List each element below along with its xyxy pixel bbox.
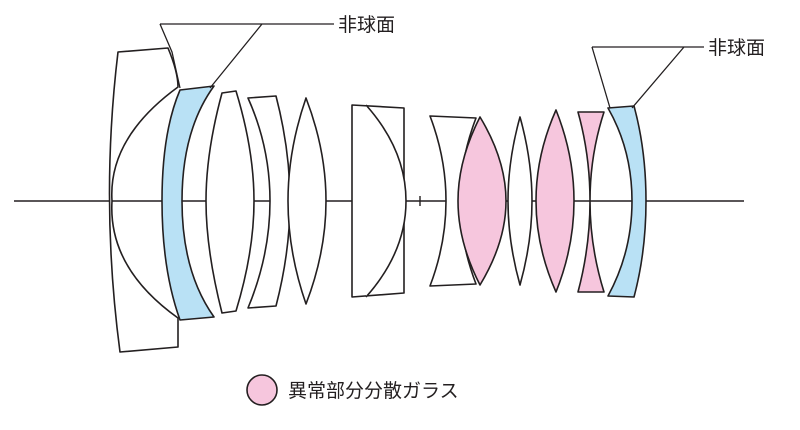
lens-aspherical-front	[161, 85, 215, 321]
lens-element-10-ad	[577, 111, 605, 293]
lens-element-8	[507, 116, 533, 286]
lens-element-9-ad	[535, 109, 575, 293]
callout-front-lines	[159, 23, 334, 89]
lens-element-7-ad	[457, 116, 507, 286]
callout-rear-lines	[591, 46, 704, 109]
legend-label: 異常部分分散ガラス	[288, 380, 459, 402]
callout-rear-label: 非球面	[708, 37, 765, 59]
lens-element-3	[205, 90, 255, 314]
legend-swatch	[246, 374, 278, 406]
lens-aspherical-rear	[607, 105, 647, 298]
callout-front-label: 非球面	[338, 14, 395, 36]
lens-element-5	[287, 97, 327, 305]
lens-front-meniscus	[108, 47, 179, 353]
lens-element-4	[247, 95, 291, 309]
lens-element-6-curve	[365, 104, 407, 298]
